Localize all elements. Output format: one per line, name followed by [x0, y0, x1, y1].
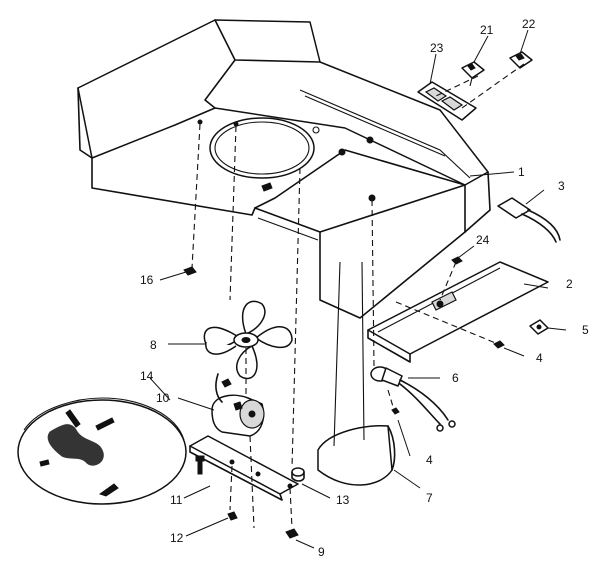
assembly-lines	[191, 123, 499, 529]
label-part-22: 22	[522, 17, 536, 31]
label-part-4b: 4	[426, 453, 433, 467]
label-part-16: 16	[140, 273, 154, 287]
label-part-5: 5	[582, 323, 589, 337]
label-part-13: 13	[336, 493, 350, 507]
screw-4a	[493, 340, 505, 349]
label-part-1: 1	[518, 165, 525, 179]
bottom-panel-2	[367, 261, 549, 363]
label-part-6: 6	[452, 371, 459, 385]
label-part-21: 21	[480, 23, 494, 37]
label-part-4a: 4	[536, 351, 543, 365]
bracket-11	[189, 435, 299, 501]
bowl-14	[17, 397, 187, 505]
label-part-23: 23	[430, 41, 444, 55]
label-part-3: 3	[558, 179, 565, 193]
fan-blade-8	[203, 300, 293, 380]
label-part-14: 14	[140, 369, 154, 383]
screw-24	[451, 256, 463, 265]
label-part-11: 11	[170, 493, 183, 507]
label-part-7: 7	[426, 491, 433, 505]
part-labels: 1 2 3 4 4 5 6 7 8 9 10 11 12 13 14 16 21…	[140, 17, 589, 559]
motor-10	[211, 373, 265, 437]
lamp-holder-6	[370, 366, 456, 432]
switch-22	[509, 51, 533, 69]
grommet-13	[291, 467, 305, 482]
socket-3	[497, 197, 561, 243]
switch-21	[461, 61, 485, 87]
screw-12	[227, 511, 238, 521]
screw-9	[285, 528, 299, 539]
label-part-2: 2	[566, 277, 573, 291]
label-part-10: 10	[156, 391, 170, 405]
label-part-8: 8	[150, 338, 157, 352]
screw-16	[183, 266, 197, 276]
label-part-24: 24	[476, 233, 490, 247]
duct-7	[317, 261, 396, 486]
leader-lines	[149, 29, 567, 549]
hood-body	[77, 19, 491, 319]
label-part-9: 9	[318, 545, 325, 559]
nut-5	[529, 319, 549, 335]
label-part-12: 12	[170, 531, 184, 545]
control-plate	[417, 81, 477, 121]
